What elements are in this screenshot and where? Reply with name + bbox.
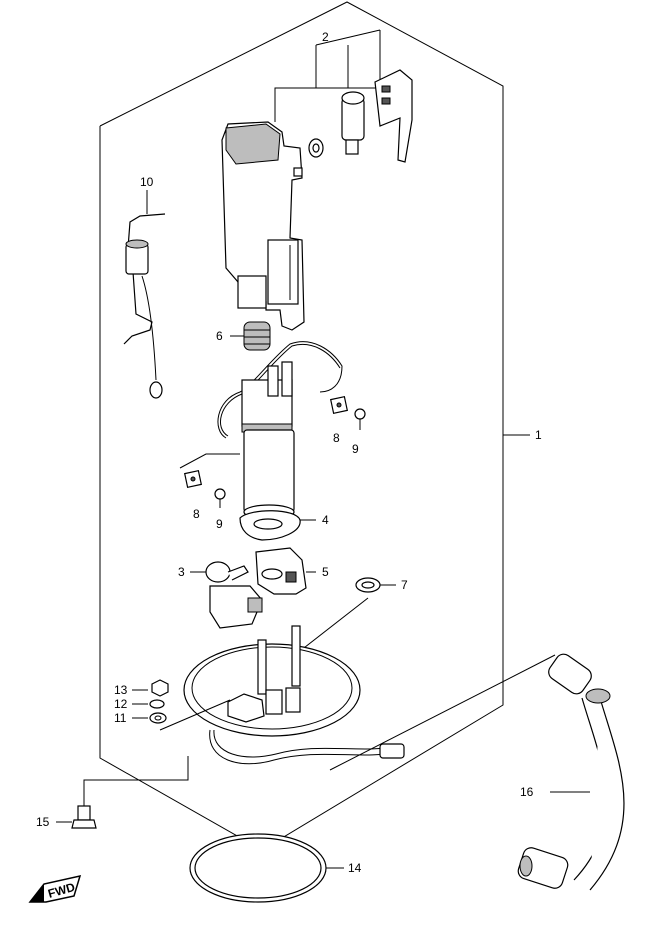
- callout-10: 10: [140, 175, 154, 189]
- part-10-sensor: [123, 213, 166, 399]
- callout-4: 4: [322, 513, 329, 527]
- callout-16: 16: [520, 785, 534, 799]
- pump-flange-plate: [183, 625, 405, 765]
- callout-14: 14: [348, 861, 362, 875]
- callout-9-right: 9: [352, 442, 359, 456]
- part-6-filter: [243, 321, 271, 351]
- callout-1: 1: [535, 428, 542, 442]
- callout-13: 13: [114, 683, 128, 697]
- callout-11: 11: [114, 711, 127, 725]
- callout-2: 2: [322, 30, 329, 44]
- callout-8-right: 8: [333, 431, 340, 445]
- parts-11-12-13: [132, 679, 231, 731]
- callout-8-left: 8: [193, 507, 200, 521]
- part-5-bracket: [255, 547, 316, 595]
- part-15-bolt: [56, 756, 189, 829]
- callout-labels: 1 2 3 4 5 6 7 8 8 9 9 10 11 12 13 14 15 …: [36, 30, 542, 875]
- fuel-pump-motor: [217, 341, 343, 520]
- callout-7: 7: [401, 578, 408, 592]
- callout-15: 15: [36, 815, 50, 829]
- callout-6: 6: [216, 329, 223, 343]
- pump-housing: [221, 121, 305, 331]
- callout-3: 3: [178, 565, 185, 579]
- part-4-retainer: [239, 510, 316, 541]
- parts-8-9-right: [329, 395, 366, 430]
- part-16-fuel-hose: [329, 653, 625, 891]
- callout-5: 5: [322, 565, 329, 579]
- leader-lines: [146, 190, 530, 436]
- part-14-o-ring: [189, 833, 344, 903]
- parts-8-9-left: [179, 453, 240, 508]
- callout-9-left: 9: [216, 517, 223, 531]
- fwd-direction-arrow: FWD: [28, 874, 82, 903]
- callout-12: 12: [114, 697, 128, 711]
- part-3-float: [190, 561, 263, 629]
- part-2-fitting-group: [274, 29, 413, 163]
- assembly-boundary: [99, 1, 504, 851]
